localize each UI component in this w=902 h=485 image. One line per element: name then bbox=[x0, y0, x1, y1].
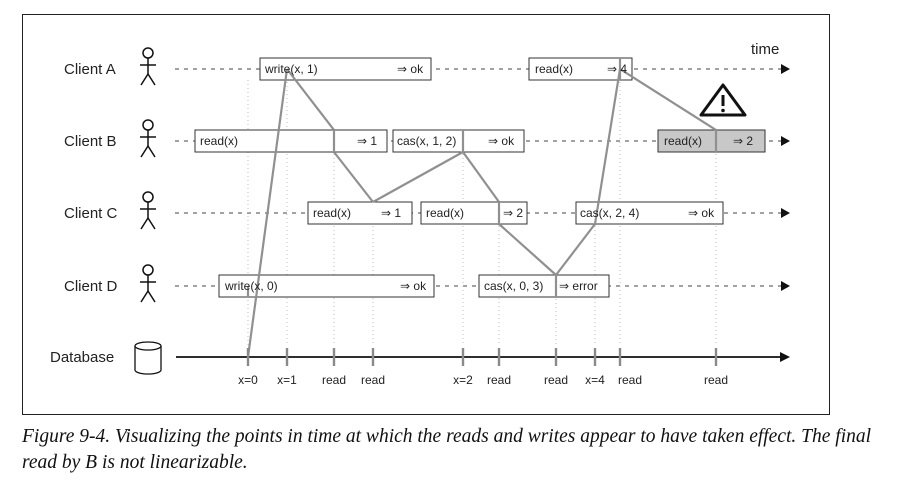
operation-boxes bbox=[194, 57, 766, 298]
a-write-result: ⇒ ok bbox=[397, 62, 424, 76]
tick-label: read bbox=[618, 373, 642, 387]
client-b-arrowhead bbox=[781, 136, 790, 146]
tick-label: x=4 bbox=[585, 373, 605, 387]
edge-x0-to-write1 bbox=[246, 68, 289, 358]
client-b-label: Client B bbox=[64, 133, 117, 150]
database-tick-marks bbox=[246, 348, 718, 366]
b-read2-name: read(x) bbox=[664, 134, 702, 148]
a-write-name: write(x, 1) bbox=[264, 62, 318, 76]
edge-ccas-to-aread bbox=[593, 68, 622, 225]
a-read-name: read(x) bbox=[535, 62, 573, 76]
tick-label: read bbox=[487, 373, 511, 387]
d-write-box bbox=[218, 274, 435, 298]
linearization-path bbox=[246, 58, 718, 358]
client-b-person-icon bbox=[140, 119, 156, 158]
timeline-arrowheads bbox=[781, 64, 790, 291]
d-cas-box bbox=[478, 274, 610, 298]
c-cas-name: cas(x, 2, 4) bbox=[580, 206, 639, 220]
edge-cread-to-bcas bbox=[372, 151, 464, 203]
b-read1-result: ⇒ 1 bbox=[357, 134, 377, 148]
tick-label: read bbox=[361, 373, 385, 387]
tick-label: read bbox=[322, 373, 346, 387]
d-write-name: write(x, 0) bbox=[224, 279, 278, 293]
client-a-person-icon bbox=[140, 47, 156, 86]
client-timelines bbox=[175, 68, 782, 287]
tick-label: read bbox=[544, 373, 568, 387]
client-a-label: Client A bbox=[64, 61, 116, 78]
c-read2-box bbox=[420, 201, 528, 225]
database-label: Database bbox=[50, 349, 114, 366]
client-d-arrowhead bbox=[781, 281, 790, 291]
figure-caption: Figure 9-4. Visualizing the points in ti… bbox=[22, 426, 872, 473]
database-arrowhead bbox=[780, 352, 790, 362]
warning-triangle-icon bbox=[699, 83, 747, 117]
edge-aread-to-bread2 bbox=[619, 68, 717, 131]
client-c-label: Client C bbox=[64, 205, 118, 222]
c-read1-result: ⇒ 1 bbox=[381, 206, 401, 220]
edge-dcas-to-ccas bbox=[555, 223, 596, 276]
tick-label: read bbox=[704, 373, 728, 387]
b-cas-box bbox=[392, 129, 525, 153]
edge-write1-to-bread bbox=[286, 68, 335, 131]
b-read2-box bbox=[657, 129, 766, 153]
b-cas-result: ⇒ ok bbox=[488, 134, 515, 148]
database-icon bbox=[134, 341, 162, 375]
a-read-result: ⇒ 4 bbox=[607, 62, 627, 76]
c-read2-name: read(x) bbox=[426, 206, 464, 220]
c-read1-name: read(x) bbox=[313, 206, 351, 220]
c-cas-result: ⇒ ok bbox=[688, 206, 715, 220]
b-cas-name: cas(x, 1, 2) bbox=[397, 134, 456, 148]
database-tick-labels: x=0 x=1 read read x=2 read read x=4 read… bbox=[238, 373, 728, 387]
c-read1-box bbox=[307, 201, 413, 225]
client-a-arrowhead bbox=[781, 64, 790, 74]
client-d-label: Client D bbox=[64, 278, 118, 295]
d-write-result: ⇒ ok bbox=[400, 279, 427, 293]
b-read1-name: read(x) bbox=[200, 134, 238, 148]
edge-cread2-to-dcas bbox=[498, 223, 557, 276]
c-cas-box bbox=[575, 201, 724, 225]
d-cas-name: cas(x, 0, 3) bbox=[484, 279, 543, 293]
a-write-box bbox=[259, 57, 432, 81]
edge-bcas-to-cread2 bbox=[462, 151, 500, 203]
time-label: time bbox=[751, 41, 779, 58]
client-icons bbox=[140, 47, 156, 303]
c-read2-result: ⇒ 2 bbox=[503, 206, 523, 220]
client-d-person-icon bbox=[140, 264, 156, 303]
edge-bread-to-cread bbox=[333, 151, 374, 203]
tick-label: x=0 bbox=[238, 373, 258, 387]
b-read2-result: ⇒ 2 bbox=[733, 134, 753, 148]
a-read-box bbox=[528, 57, 633, 81]
client-c-arrowhead bbox=[781, 208, 790, 218]
b-read1-box bbox=[194, 129, 388, 153]
d-cas-result: ⇒ error bbox=[559, 279, 598, 293]
tick-label: x=2 bbox=[453, 373, 473, 387]
time-guides bbox=[247, 58, 717, 345]
client-c-person-icon bbox=[140, 191, 156, 230]
tick-label: x=1 bbox=[277, 373, 297, 387]
